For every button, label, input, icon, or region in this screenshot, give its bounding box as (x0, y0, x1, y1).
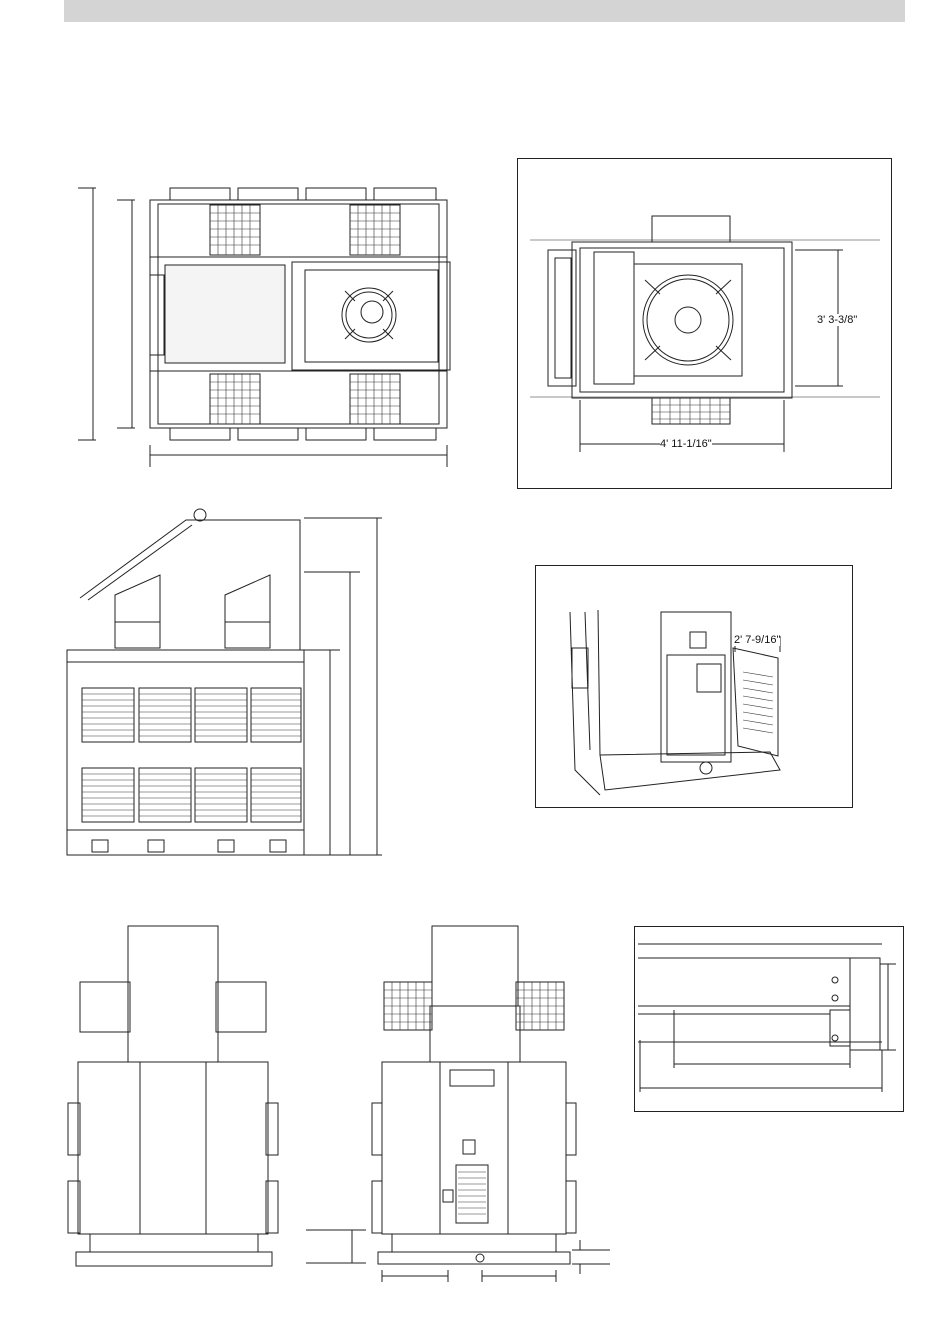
side-elevation (67, 509, 382, 855)
louvre-panels (82, 688, 301, 822)
base-rail-detail (638, 944, 896, 1092)
top-plan-view (78, 188, 450, 467)
detail-top-height-label: 3' 3-3/8" (817, 314, 857, 326)
front-elevation-left (68, 926, 278, 1266)
front-elevation-right (306, 926, 610, 1282)
door-clearance-label: 2' 7-9/16" (734, 634, 780, 646)
detail-top-width-label: 4' 11-1/16" (660, 438, 712, 450)
detail-top-view (530, 216, 880, 452)
